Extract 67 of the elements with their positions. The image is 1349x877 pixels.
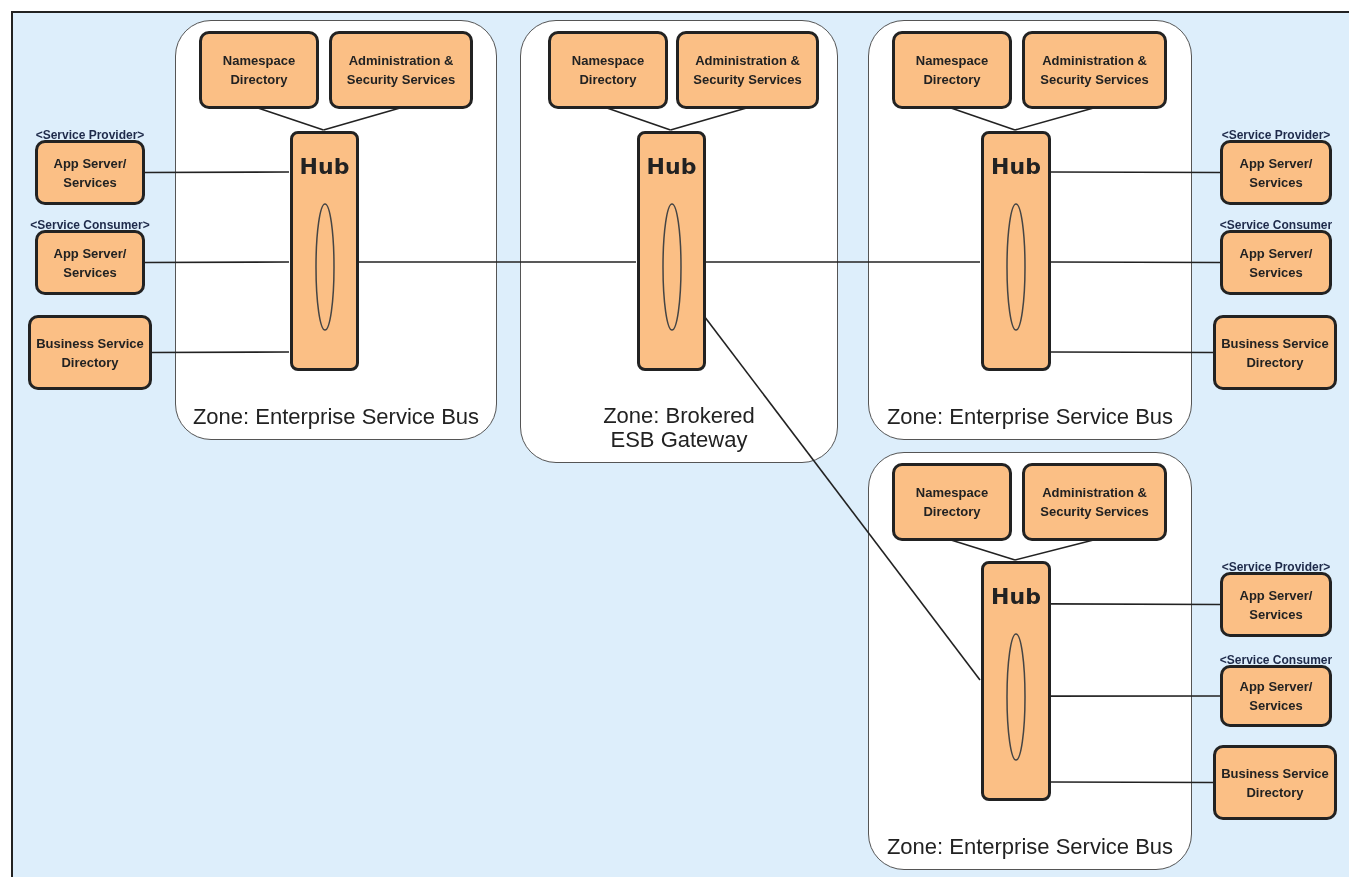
box-label: App Server/ Services — [1238, 244, 1314, 282]
connector-line — [322, 107, 401, 131]
service-box — [1022, 463, 1167, 541]
service-box — [1213, 745, 1337, 820]
connector-line — [950, 539, 1016, 561]
zone-title: Zone: Enterprise Service Bus — [886, 835, 1174, 859]
zone-title: Zone: Enterprise Service Bus — [192, 405, 480, 429]
connector-line — [1049, 171, 1221, 174]
hub-label: Hub — [646, 154, 697, 180]
hub-bar — [637, 131, 706, 371]
service-box — [28, 315, 152, 390]
connector-line — [1049, 695, 1221, 697]
hub-label: Hub — [991, 154, 1041, 180]
zone-container — [868, 452, 1192, 870]
box-label: Administration & Security Services — [692, 52, 803, 89]
connector-line — [704, 316, 981, 681]
role-label: <Service Consumer — [1219, 653, 1333, 667]
box-label: Namespace Directory — [570, 52, 646, 89]
hub-label: Hub — [991, 584, 1041, 610]
hub-bar — [981, 131, 1051, 371]
box-label: App Server/ Services — [1238, 154, 1314, 192]
box-label: Namespace Directory — [914, 484, 990, 521]
box-label: App Server/ Services — [1238, 678, 1314, 715]
service-box — [329, 31, 473, 109]
hub-bar — [981, 561, 1051, 801]
box-label: App Server/ Services — [1238, 586, 1314, 624]
role-label: <Service Provider> — [1221, 560, 1331, 574]
service-box — [548, 31, 668, 109]
role-label: <Service Consumer> — [30, 218, 150, 232]
connector-line — [144, 171, 290, 174]
box-label: Administration & Security Services — [345, 52, 457, 89]
connector-line — [950, 107, 1016, 131]
connector-line — [1049, 261, 1221, 264]
zone-container — [175, 20, 497, 440]
zone-container — [520, 20, 838, 463]
service-box — [1022, 31, 1167, 109]
hub-label: Hub — [299, 154, 350, 180]
box-label: Business Service Directory — [1220, 334, 1330, 372]
role-label: <Service Consumer — [1219, 218, 1333, 232]
connector-line — [1049, 781, 1214, 784]
box-label: App Server/ Services — [52, 154, 128, 192]
zone-title: Zone: Brokered ESB Gateway — [602, 404, 756, 452]
connector-line — [257, 107, 325, 131]
role-label: <Service Provider> — [35, 128, 145, 142]
connector-line — [704, 261, 981, 263]
connector-line — [606, 107, 672, 131]
zone-container — [868, 20, 1192, 440]
service-box — [676, 31, 819, 109]
box-label: Administration & Security Services — [1039, 52, 1150, 89]
connector-line — [144, 261, 290, 264]
service-box — [199, 31, 319, 109]
connector-line — [151, 351, 290, 354]
zone-title: Zone: Enterprise Service Bus — [886, 405, 1174, 429]
hub-bar — [290, 131, 359, 371]
box-label: Business Service Directory — [35, 334, 145, 372]
box-label: Namespace Directory — [914, 52, 990, 89]
service-box — [892, 463, 1012, 541]
box-label: Business Service Directory — [1220, 764, 1330, 802]
role-label: <Service Provider> — [1221, 128, 1331, 142]
connector-line — [1049, 351, 1214, 354]
connector-line — [1049, 603, 1221, 606]
box-label: Namespace Directory — [221, 52, 297, 89]
service-box — [892, 31, 1012, 109]
service-box — [1213, 315, 1337, 390]
box-label: Administration & Security Services — [1039, 484, 1150, 521]
box-label: App Server/ Services — [52, 244, 128, 282]
connector-line — [357, 261, 637, 263]
